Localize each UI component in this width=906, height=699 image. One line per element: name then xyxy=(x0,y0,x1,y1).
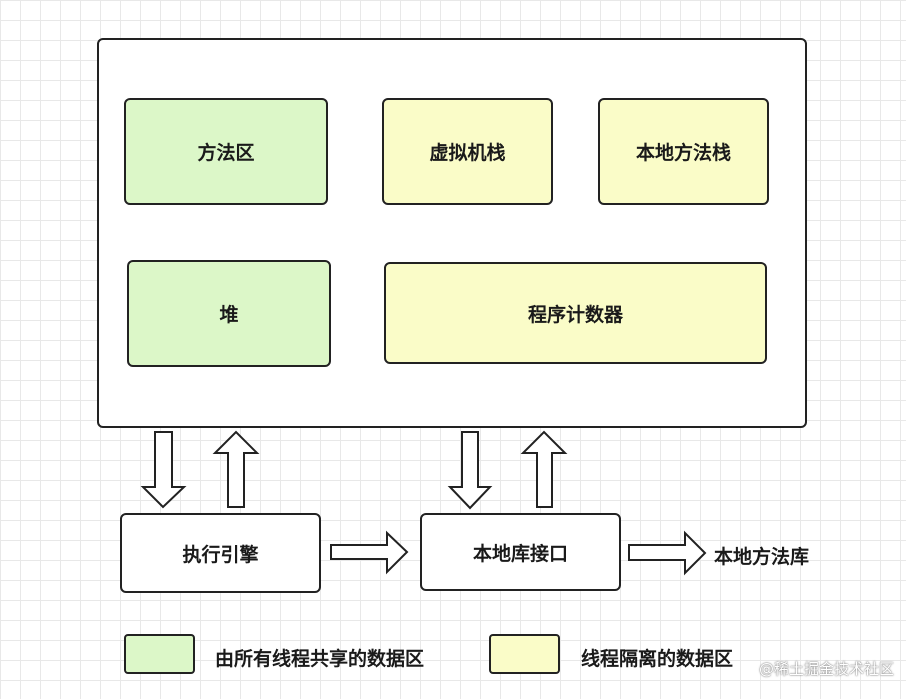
vm-stack-label: 虚拟机栈 xyxy=(429,142,506,164)
execution-engine-label: 执行引擎 xyxy=(182,543,259,566)
method-area-label: 方法区 xyxy=(197,142,255,164)
heap-box: 堆 xyxy=(127,260,331,367)
vm-stack-box: 虚拟机栈 xyxy=(382,98,553,205)
arrow-up-from-engine xyxy=(212,430,260,508)
native-interface-label: 本地库接口 xyxy=(472,542,568,565)
arrow-down-to-engine xyxy=(140,431,187,509)
execution-engine-box: 执行引擎 xyxy=(120,513,321,593)
arrow-engine-to-interface xyxy=(330,530,409,575)
arrow-up-from-interface xyxy=(520,430,568,508)
native-library-label: 本地方法库 xyxy=(714,546,810,568)
pc-register-box: 程序计数器 xyxy=(384,262,767,364)
legend-isolated-swatch xyxy=(489,634,560,674)
native-method-stack-label: 本地方法栈 xyxy=(635,142,731,164)
legend-isolated-label: 线程隔离的数据区 xyxy=(581,648,734,670)
arrow-interface-to-library xyxy=(628,530,707,576)
native-interface-box: 本地库接口 xyxy=(420,513,621,591)
legend-shared-label: 由所有线程共享的数据区 xyxy=(215,648,425,670)
method-area-box: 方法区 xyxy=(124,98,328,205)
arrow-down-to-interface xyxy=(447,431,493,510)
pc-register-label: 程序计数器 xyxy=(527,303,623,326)
legend-shared-swatch xyxy=(124,634,195,674)
heap-label: 堆 xyxy=(219,304,239,326)
native-method-stack-box: 本地方法栈 xyxy=(598,98,769,205)
watermark-text: @稀土掘金技术社区 xyxy=(758,660,894,678)
